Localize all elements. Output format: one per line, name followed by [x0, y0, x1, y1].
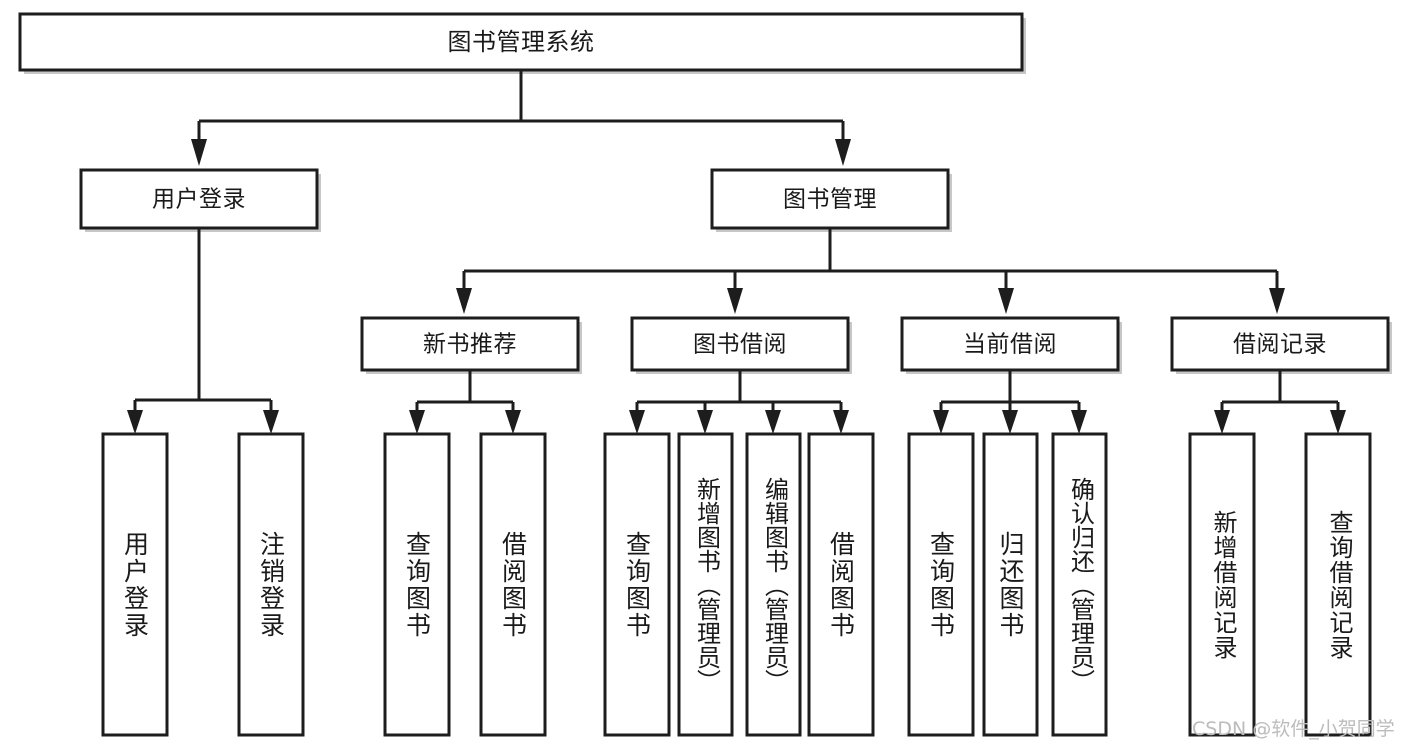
node-leaf-logout-login[interactable]	[237, 432, 305, 737]
leaf-query-book-3-box	[907, 432, 975, 737]
arrow-to-new-book-recommend	[456, 288, 472, 314]
connector-book-borrow-to-leaves	[629, 370, 849, 434]
connector-borrow-record-to-leaves	[1214, 370, 1346, 434]
arrow-to-leaf-edit-book	[765, 410, 781, 434]
arrow-to-leaf-query-book-2	[629, 410, 645, 434]
leaf-return-book-box	[982, 432, 1039, 737]
arrow-to-borrow-record	[1269, 288, 1285, 314]
new-book-recommend-box	[360, 316, 580, 372]
book-borrow-label: 图书借阅	[693, 332, 787, 358]
connector-current-borrow-to-leaves	[933, 370, 1087, 434]
root-label: 图书管理系统	[448, 28, 595, 56]
node-leaf-borrow-book-1[interactable]	[479, 432, 547, 737]
book-manage-label: 图书管理	[783, 187, 877, 213]
leaf-edit-book-box	[745, 432, 802, 737]
node-leaf-query-book-1[interactable]	[383, 432, 451, 737]
leaf-borrow-book-1-box	[479, 432, 547, 737]
current-borrow-box	[900, 316, 1120, 372]
arrow-to-leaf-confirm-return	[1071, 410, 1087, 434]
node-leaf-return-book[interactable]	[982, 432, 1039, 737]
leaf-query-book-2-box	[603, 432, 671, 737]
node-new-book-recommend[interactable]: 新书推荐	[360, 316, 582, 374]
node-leaf-borrow-book-2[interactable]	[807, 432, 875, 737]
connector-user-login-to-leaves	[127, 228, 279, 434]
user-login-label: 用户登录	[152, 187, 246, 213]
node-borrow-record[interactable]: 借阅记录	[1170, 316, 1392, 374]
node-book-manage[interactable]: 图书管理	[710, 168, 952, 232]
node-book-borrow[interactable]: 图书借阅	[630, 316, 852, 374]
node-leaf-edit-book[interactable]	[745, 432, 802, 737]
node-leaf-add-record[interactable]	[1188, 432, 1256, 737]
leaf-query-book-1-box	[383, 432, 451, 737]
leaf-add-record-box	[1188, 432, 1256, 737]
arrow-to-leaf-borrow-book-1	[505, 410, 521, 434]
connector-root-to-level1	[191, 70, 851, 166]
arrow-to-leaf-return-book	[1002, 410, 1018, 434]
borrow-record-label: 借阅记录	[1233, 332, 1327, 358]
connector-new-book-recommend-to-leaves	[409, 370, 521, 434]
arrow-to-current-borrow	[998, 288, 1014, 314]
user-login-box	[79, 168, 319, 230]
leaf-add-book-box	[677, 432, 734, 737]
arrow-to-book-manage	[835, 139, 851, 166]
node-leaf-query-book-2[interactable]	[603, 432, 671, 737]
arrow-to-book-borrow	[727, 288, 743, 314]
node-root[interactable]: 图书管理系统	[18, 12, 1026, 74]
leaf-query-record-box	[1304, 432, 1372, 737]
connector-book-manage-to-level2	[456, 228, 1285, 314]
arrow-to-leaf-query-book-3	[933, 410, 949, 434]
arrow-to-leaf-add-book	[697, 410, 713, 434]
borrow-record-box	[1170, 316, 1390, 372]
arrow-to-leaf-borrow-book-2	[833, 410, 849, 434]
node-leaf-user-login[interactable]	[101, 432, 169, 737]
arrow-to-leaf-query-book-1	[409, 410, 425, 434]
arrow-to-user-login	[191, 139, 207, 166]
node-current-borrow[interactable]: 当前借阅	[900, 316, 1122, 374]
arrow-to-leaf-add-record	[1214, 410, 1230, 434]
leaf-confirm-return-box	[1051, 432, 1108, 737]
leaf-borrow-book-2-box	[807, 432, 875, 737]
leaf-logout-login-box	[237, 432, 305, 737]
node-user-login[interactable]: 用户登录	[79, 168, 321, 232]
new-book-recommend-label: 新书推荐	[423, 332, 517, 358]
node-leaf-add-book[interactable]	[677, 432, 734, 737]
leaf-user-login-box	[101, 432, 169, 737]
root-box	[18, 12, 1024, 72]
arrow-to-leaf-user-login	[127, 410, 143, 434]
node-leaf-query-record[interactable]	[1304, 432, 1372, 737]
node-leaf-confirm-return[interactable]	[1051, 432, 1108, 737]
arrow-to-leaf-logout-login	[263, 410, 279, 434]
arrow-to-leaf-query-record	[1330, 410, 1346, 434]
node-leaf-query-book-3[interactable]	[907, 432, 975, 737]
current-borrow-label: 当前借阅	[963, 332, 1057, 358]
